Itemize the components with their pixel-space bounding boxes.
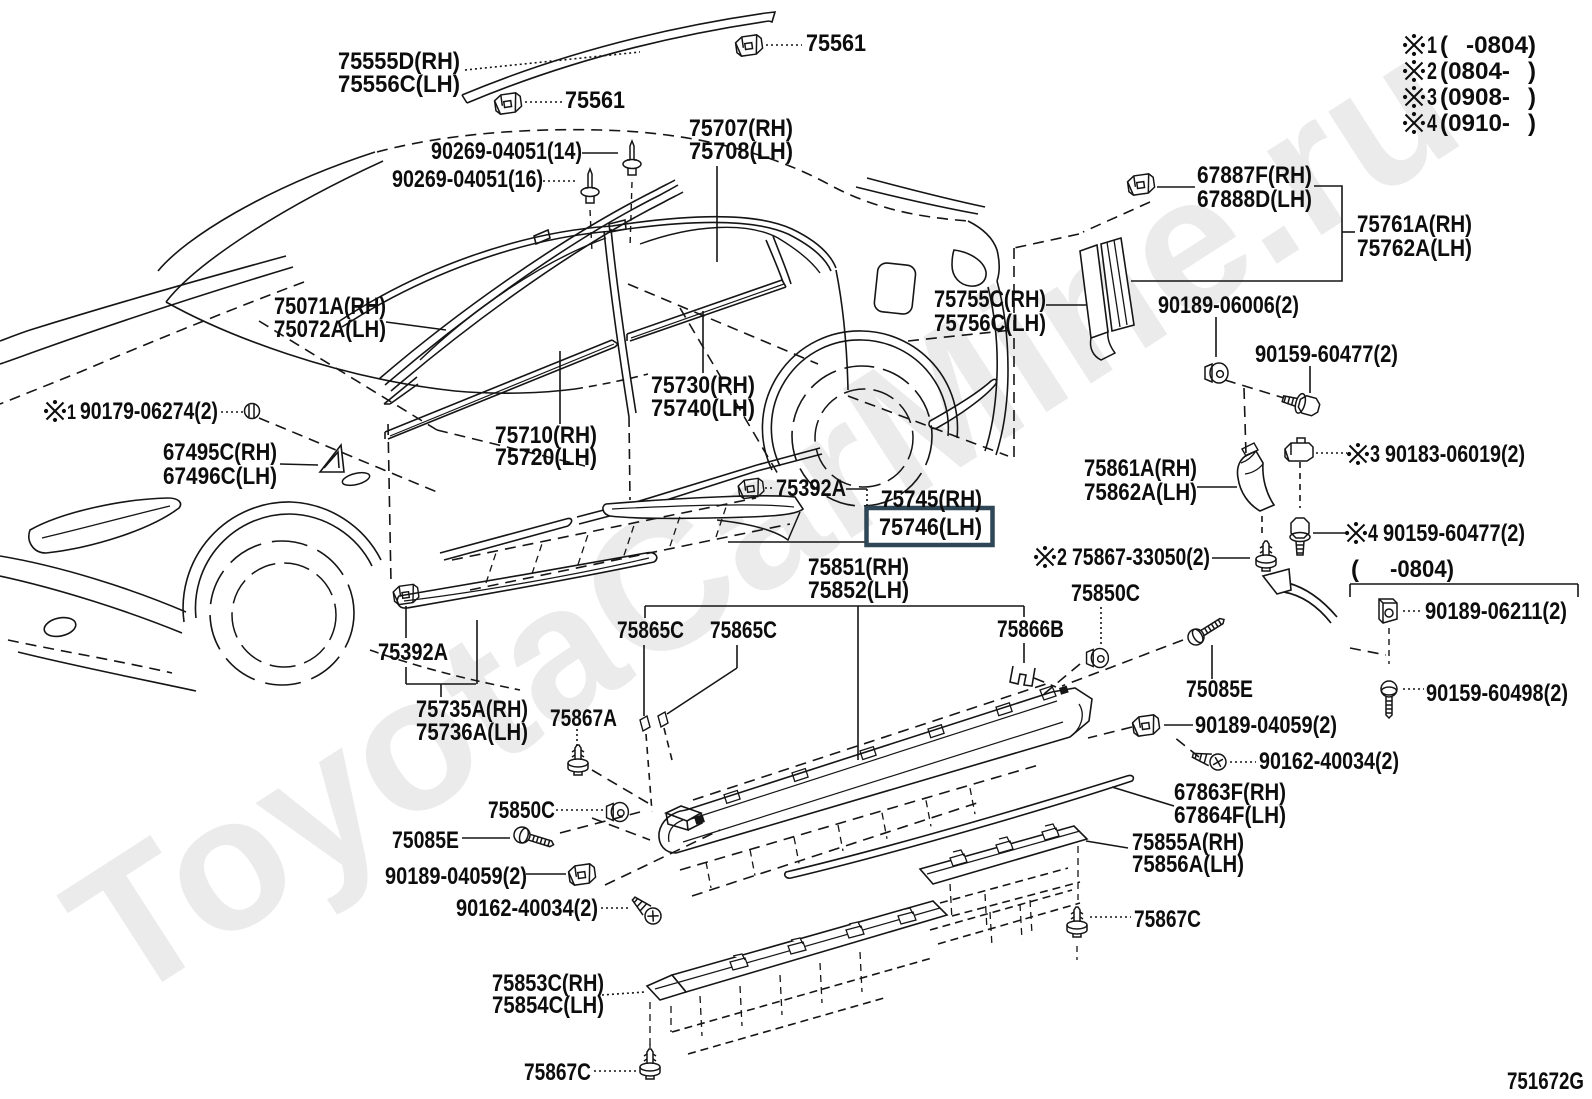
svg-text:90189-04059(2): 90189-04059(2) <box>1195 712 1337 739</box>
svg-text:75866B: 75866B <box>997 616 1064 643</box>
svg-text:75867A: 75867A <box>550 705 617 732</box>
svg-text:751672G: 751672G <box>1507 1068 1584 1095</box>
svg-text:75555D(RH): 75555D(RH) <box>338 48 460 75</box>
svg-text:75852(LH): 75852(LH) <box>808 577 909 604</box>
svg-text:67887F(RH): 67887F(RH) <box>1197 162 1312 189</box>
svg-text:75072A(LH): 75072A(LH) <box>274 316 386 343</box>
svg-text:75556C(LH): 75556C(LH) <box>338 71 460 98</box>
svg-text:75071A(RH): 75071A(RH) <box>274 293 386 320</box>
svg-text:75755C(RH): 75755C(RH) <box>934 286 1046 313</box>
svg-text:75735A(RH): 75735A(RH) <box>416 696 528 723</box>
svg-text:75850C: 75850C <box>488 797 555 824</box>
svg-text:75736A(LH): 75736A(LH) <box>416 719 528 746</box>
svg-text:90183-06019(2): 90183-06019(2) <box>1385 441 1525 468</box>
svg-text:75392A: 75392A <box>776 475 846 502</box>
svg-text:-0804): -0804) <box>1466 32 1536 59</box>
svg-text:1: 1 <box>67 401 76 424</box>
svg-text:(0908-: (0908- <box>1440 84 1510 111</box>
svg-text:90189-06006(2): 90189-06006(2) <box>1158 292 1299 319</box>
svg-text:75855A(RH): 75855A(RH) <box>1132 829 1244 856</box>
svg-text:75561: 75561 <box>565 87 625 114</box>
svg-text:67888D(LH): 67888D(LH) <box>1197 186 1312 213</box>
svg-text:75862A(LH): 75862A(LH) <box>1084 479 1197 506</box>
svg-text:75856A(LH): 75856A(LH) <box>1132 851 1244 878</box>
svg-text:90189-04059(2): 90189-04059(2) <box>385 863 527 890</box>
svg-text:75853C(RH): 75853C(RH) <box>492 970 604 997</box>
svg-text:(0910-: (0910- <box>1440 110 1510 137</box>
svg-text:75740(LH): 75740(LH) <box>651 395 755 422</box>
svg-text:75851(RH): 75851(RH) <box>808 554 909 581</box>
svg-text:): ) <box>1528 84 1536 111</box>
svg-text:4: 4 <box>1427 110 1437 137</box>
svg-text:67864F(LH): 67864F(LH) <box>1174 802 1286 829</box>
svg-text:67496C(LH): 67496C(LH) <box>163 463 277 490</box>
svg-text:90159-60477(2): 90159-60477(2) <box>1383 520 1525 547</box>
svg-text:90162-40034(2): 90162-40034(2) <box>1259 748 1399 775</box>
svg-text:75854C(LH): 75854C(LH) <box>492 992 604 1019</box>
svg-text:75850C: 75850C <box>1071 580 1140 607</box>
svg-text:(0804-: (0804- <box>1440 58 1510 85</box>
svg-text:75720(LH): 75720(LH) <box>495 444 597 471</box>
svg-text:67495C(RH): 67495C(RH) <box>163 439 277 466</box>
svg-text:75730(RH): 75730(RH) <box>651 372 755 399</box>
svg-text:90269-04051(16): 90269-04051(16) <box>392 166 543 193</box>
svg-text:75867-33050(2): 75867-33050(2) <box>1072 544 1210 571</box>
svg-text:75756C(LH): 75756C(LH) <box>934 310 1046 337</box>
svg-text:75861A(RH): 75861A(RH) <box>1084 455 1197 482</box>
svg-text:2: 2 <box>1057 544 1067 571</box>
svg-text:75746(LH): 75746(LH) <box>879 514 982 541</box>
svg-text:67863F(RH): 67863F(RH) <box>1174 779 1286 806</box>
svg-text:90159-60498(2): 90159-60498(2) <box>1426 680 1568 707</box>
svg-text:75708(LH): 75708(LH) <box>689 138 793 165</box>
svg-text:4: 4 <box>1368 520 1378 547</box>
svg-text:75710(RH): 75710(RH) <box>495 422 597 449</box>
svg-text:75392A: 75392A <box>378 639 448 666</box>
svg-text:75867C: 75867C <box>1134 906 1201 933</box>
svg-text:(: ( <box>1351 556 1359 583</box>
svg-text:(: ( <box>1440 32 1448 59</box>
svg-text:90189-06211(2): 90189-06211(2) <box>1425 598 1567 625</box>
svg-text:-0804): -0804) <box>1390 556 1454 583</box>
svg-text:): ) <box>1528 110 1536 137</box>
svg-text:): ) <box>1528 58 1536 85</box>
svg-text:75761A(RH): 75761A(RH) <box>1357 211 1472 238</box>
svg-text:75865C: 75865C <box>617 617 684 644</box>
svg-text:3: 3 <box>1370 441 1380 468</box>
svg-text:75745(RH): 75745(RH) <box>881 486 982 513</box>
svg-text:1: 1 <box>1427 32 1437 59</box>
svg-text:90159-60477(2): 90159-60477(2) <box>1255 341 1398 368</box>
svg-text:90179-06274(2): 90179-06274(2) <box>80 398 218 425</box>
svg-text:75865C: 75865C <box>710 617 777 644</box>
svg-text:3: 3 <box>1427 84 1437 111</box>
svg-text:2: 2 <box>1427 58 1437 85</box>
svg-text:75085E: 75085E <box>1186 676 1253 703</box>
svg-text:75867C: 75867C <box>524 1059 591 1086</box>
svg-text:75561: 75561 <box>806 30 866 57</box>
svg-text:90269-04051(14): 90269-04051(14) <box>431 138 582 165</box>
svg-text:75707(RH): 75707(RH) <box>689 115 793 142</box>
svg-text:75085E: 75085E <box>392 827 459 854</box>
svg-text:75762A(LH): 75762A(LH) <box>1357 235 1472 262</box>
svg-text:90162-40034(2): 90162-40034(2) <box>456 895 598 922</box>
